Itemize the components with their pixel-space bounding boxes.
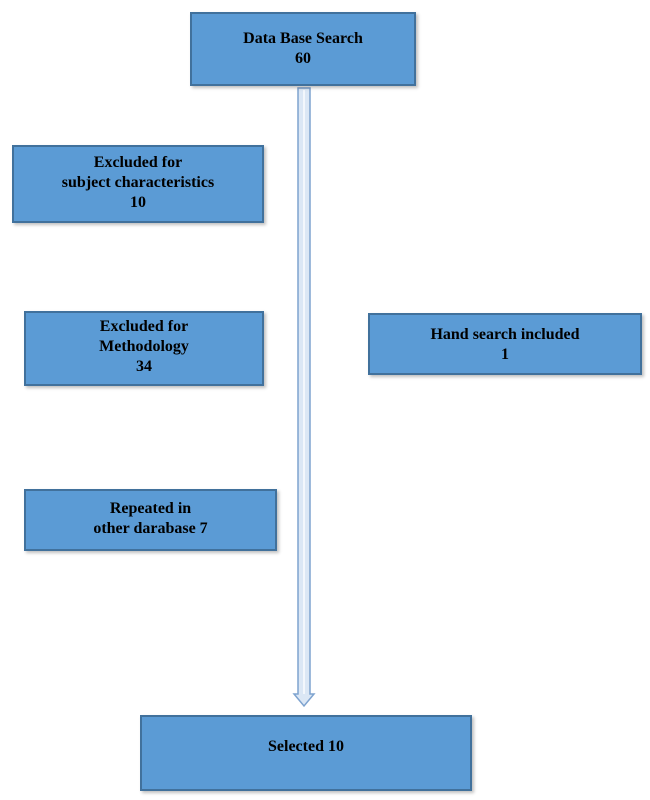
repeated-label-2: other darabase 7 — [93, 520, 208, 537]
excluded-methodology-label-1: Excluded for — [99, 318, 189, 335]
repeated-box: Repeated in other darabase 7 — [24, 489, 277, 551]
excluded-subject-box: Excluded for subject characteristics 10 — [12, 145, 264, 223]
hand-search-count: 1 — [501, 346, 509, 363]
flow-arrow-shaft — [292, 87, 316, 708]
excluded-methodology-label-2: Methodology — [99, 338, 189, 355]
database-search-label: Data Base Search — [243, 30, 363, 47]
database-search-box: Data Base Search 60 — [190, 12, 416, 86]
hand-search-box: Hand search included 1 — [368, 313, 642, 375]
hand-search-label: Hand search included — [430, 326, 580, 343]
excluded-subject-label-1: Excluded for — [93, 154, 183, 171]
excluded-methodology-count: 34 — [136, 358, 152, 375]
repeated-label-1: Repeated in — [109, 500, 192, 517]
excluded-methodology-box: Excluded for Methodology 34 — [24, 311, 264, 386]
selected-box: Selected 10 — [140, 715, 472, 791]
excluded-subject-count: 10 — [130, 194, 146, 211]
database-search-count: 60 — [295, 50, 311, 67]
selected-label: Selected 10 — [268, 738, 344, 755]
excluded-subject-label-2: subject characteristics — [61, 174, 215, 191]
